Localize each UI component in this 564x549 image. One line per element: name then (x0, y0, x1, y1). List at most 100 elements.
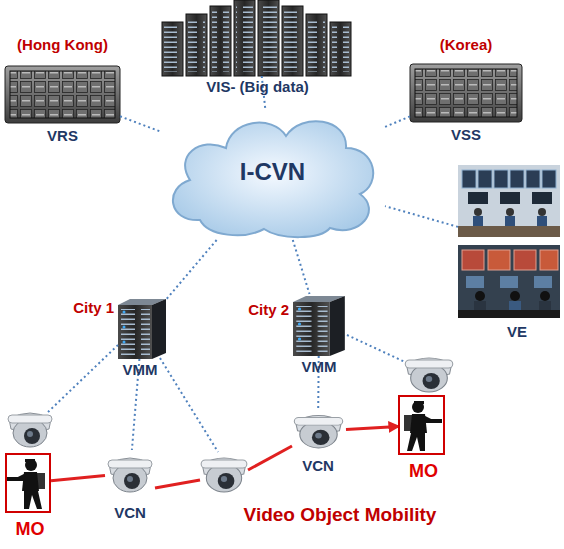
illustration (108, 458, 152, 492)
control-room-photo (514, 250, 536, 270)
big-data-racks (186, 14, 207, 76)
network-wire (48, 345, 118, 412)
server-node: (Hong Kong)VRS (5, 66, 120, 123)
control-room-photo (468, 192, 488, 204)
big-data-racks (332, 26, 349, 72)
viewer-label: VE (466, 323, 564, 340)
cloud-label: I-CVN (160, 158, 385, 186)
caption-label: Video Object Mobility (205, 504, 475, 526)
mobile-object: MO (5, 453, 51, 513)
movement-trail (155, 446, 292, 488)
illustration (201, 458, 247, 492)
object-label: MO (0, 519, 63, 540)
control-room-photo (458, 226, 560, 237)
illustration (294, 416, 342, 448)
control-room-photo (474, 208, 482, 216)
server-node: VIS- (Big data) (160, 0, 355, 76)
camera-label: VCN (290, 457, 346, 474)
control-room-photo (462, 250, 484, 270)
control-room-photo (540, 250, 558, 270)
control-room-photo (494, 170, 508, 188)
vrs-rack (10, 71, 115, 118)
network-link (166, 240, 217, 300)
control-room-photo (458, 165, 560, 237)
big-data-racks (236, 4, 253, 72)
camera-node: VCN (290, 410, 346, 452)
movement-path (51, 476, 105, 481)
object-label: MO (390, 461, 457, 482)
server-label: VSS (410, 126, 522, 143)
control-room-photo (540, 291, 550, 301)
control-room-photo (458, 310, 560, 318)
control-room-photo (532, 192, 552, 204)
network-wire (160, 358, 218, 452)
illustration (118, 299, 166, 359)
big-data-racks (258, 0, 279, 76)
control-room-photo (500, 276, 518, 288)
control-room-photo (510, 291, 520, 301)
big-data-racks (188, 18, 205, 72)
server-label: VIS- (Big data) (160, 78, 355, 95)
control-room-photo (458, 245, 560, 318)
control-room-photo (466, 276, 484, 288)
big-data-racks (212, 10, 229, 72)
big-data-racks (330, 22, 351, 76)
vrs-rack (5, 66, 120, 123)
server-label: VRS (5, 127, 120, 144)
network-link (385, 116, 410, 127)
control-room-photo (526, 170, 540, 188)
movement-path (346, 426, 398, 429)
control-room-photo (542, 170, 556, 188)
location-label: (Korea) (410, 36, 522, 53)
camera-node: VCN (105, 450, 155, 496)
vrs-rack (5, 66, 120, 123)
control-room-photo (462, 170, 476, 188)
big-data-racks (162, 0, 351, 76)
illustration (405, 358, 453, 392)
location-label: (Hong Kong) (0, 36, 125, 53)
city-server: City 2VMM (293, 294, 345, 356)
mobile-object: MO (398, 395, 445, 455)
network-link (293, 240, 310, 294)
camera-label: VCN (100, 504, 160, 521)
illustration (404, 401, 442, 451)
control-room-photo (475, 291, 485, 301)
server-label: VMM (288, 358, 350, 375)
big-data-racks (260, 4, 277, 72)
server-label: VMM (110, 361, 170, 378)
illustration (8, 413, 52, 447)
illustration (7, 459, 45, 509)
vss-rack (415, 69, 517, 117)
vss-rack (415, 69, 517, 117)
big-data-racks (162, 22, 183, 76)
network-link (120, 116, 160, 131)
network-link (385, 206, 458, 227)
big-data-racks (234, 0, 255, 76)
network-cloud: I-CVN (160, 108, 385, 240)
vrs-rack (10, 71, 115, 118)
control-room-photo (478, 170, 492, 188)
vss-rack (410, 64, 522, 122)
big-data-racks (284, 10, 301, 72)
viewer-node: VE (458, 165, 560, 318)
illustration (293, 296, 345, 356)
big-data-racks (306, 14, 327, 76)
control-room-photo (488, 250, 510, 270)
city-server: City 1VMM (118, 297, 166, 359)
big-data-racks (282, 6, 303, 76)
big-data-racks (164, 26, 181, 72)
control-room-photo (458, 165, 560, 318)
movement-trail (155, 480, 200, 488)
movement-trail (248, 446, 292, 470)
city-label: City 2 (233, 301, 289, 318)
control-room-photo (538, 208, 546, 216)
control-room-photo (534, 276, 552, 288)
big-data-racks (210, 6, 231, 76)
vss-rack (410, 64, 522, 122)
control-room-photo (506, 208, 514, 216)
control-room-photo (500, 192, 520, 204)
server-node: (Korea)VSS (410, 64, 522, 122)
control-room-photo (510, 170, 524, 188)
city-label: City 1 (56, 299, 114, 316)
